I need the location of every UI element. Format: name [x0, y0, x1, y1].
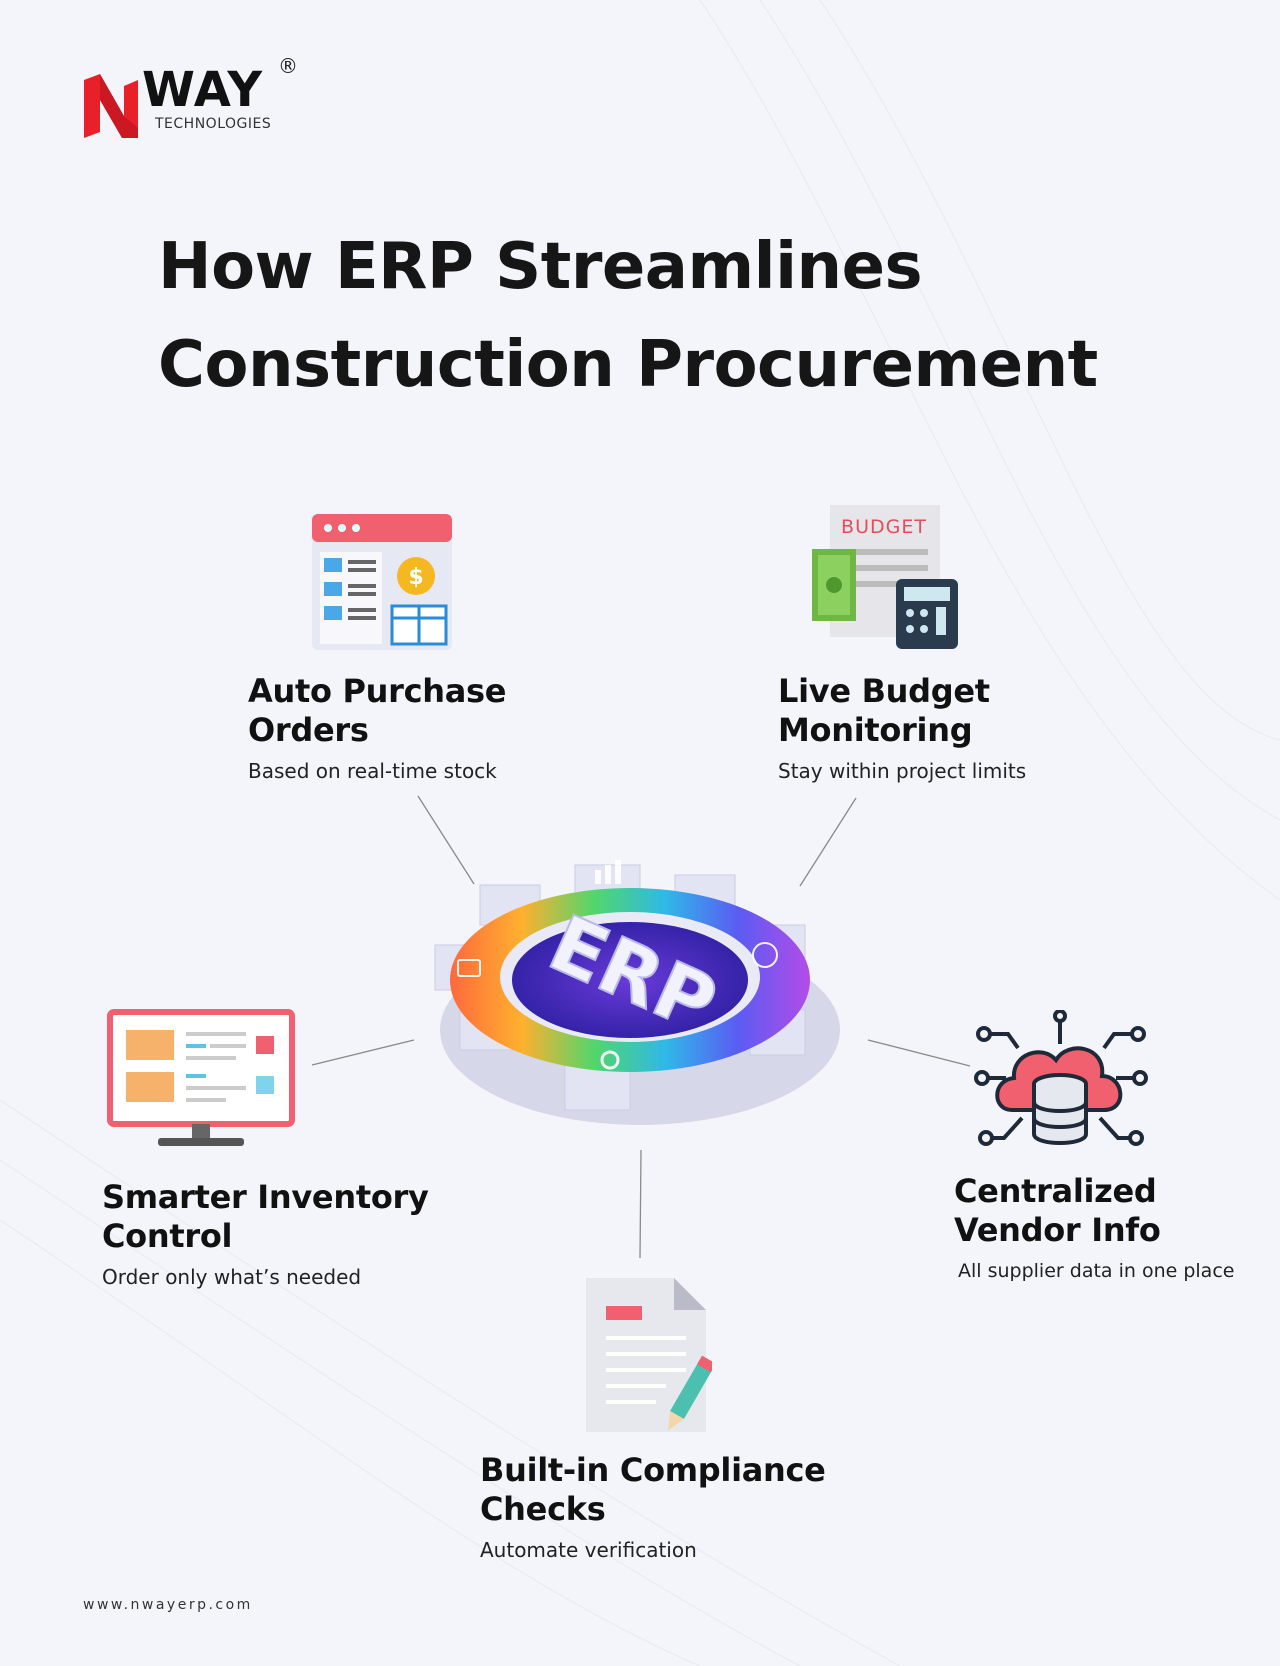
feature-centralized-vendor-info: Centralized Vendor Info All supplier dat…	[954, 1172, 1234, 1284]
feature-heading: Smarter Inventory Control	[102, 1178, 429, 1256]
feature-heading-line-1: Centralized	[954, 1172, 1157, 1210]
feature-description: Automate verification	[480, 1538, 697, 1562]
page-title-line-1: How ERP Streamlines	[158, 230, 923, 304]
document-pen-icon	[586, 1278, 712, 1432]
website-link[interactable]: www.nwayerp.com	[83, 1597, 253, 1613]
budget-calculator-icon: BUDGET	[812, 505, 958, 649]
feature-description: Stay within project limits	[778, 759, 1027, 783]
brand-wordmark: WAY	[142, 62, 264, 118]
feature-heading-line-2: Checks	[480, 1490, 606, 1528]
connector-compliance	[639, 1149, 642, 1259]
feature-heading-line-1: Live Budget	[778, 672, 990, 710]
feature-smarter-inventory-control: Smarter Inventory Control Order only wha…	[102, 1178, 429, 1290]
brand-logo[interactable]: WAY TECHNOLOGIES ®	[80, 54, 310, 140]
feature-description: Based on real-time stock	[248, 759, 497, 783]
feature-auto-purchase-orders: Auto Purchase Orders Based on real-time …	[248, 672, 506, 784]
feature-heading-line-1: Smarter Inventory	[102, 1178, 429, 1216]
feature-built-in-compliance-checks: Built-in Compliance Checks Automate veri…	[480, 1451, 826, 1563]
feature-live-budget-monitoring: Live Budget Monitoring Stay within proje…	[778, 672, 1026, 784]
feature-description: All supplier data in one place	[958, 1260, 1235, 1282]
brand-subtitle: TECHNOLOGIES	[155, 116, 272, 132]
erp-gear-hub: ERP	[434, 860, 840, 1125]
inventory-monitor-icon	[107, 1009, 295, 1146]
feature-heading-line-1: Built-in Compliance	[480, 1451, 826, 1489]
feature-heading: Centralized Vendor Info	[954, 1172, 1234, 1250]
feature-heading: Live Budget Monitoring	[778, 672, 1026, 750]
feature-heading: Auto Purchase Orders	[248, 672, 506, 750]
nway-n-logo-icon	[84, 74, 138, 138]
feature-heading-line-2: Orders	[248, 711, 369, 749]
purchase-order-window-icon: $	[312, 514, 452, 650]
cloud-database-icon	[974, 1010, 1148, 1146]
feature-heading-line-1: Auto Purchase	[248, 672, 507, 710]
feature-description: Order only what’s needed	[102, 1265, 362, 1289]
budget-label: BUDGET	[841, 516, 927, 538]
connector-vendor	[867, 1039, 971, 1067]
svg-text:$: $	[408, 565, 423, 590]
connector-auto-purchase	[417, 795, 475, 885]
feature-heading-line-2: Control	[102, 1217, 233, 1255]
registered-mark: ®	[278, 54, 298, 78]
page-title-line-2: Construction Procurement	[158, 328, 1098, 402]
connector-live-budget	[799, 797, 857, 887]
feature-heading-line-2: Monitoring	[778, 711, 973, 749]
feature-heading: Built-in Compliance Checks	[480, 1451, 826, 1529]
page-title: How ERP Streamlines Construction Procure…	[158, 218, 1098, 414]
connector-inventory	[311, 1039, 415, 1066]
feature-heading-line-2: Vendor Info	[954, 1211, 1161, 1249]
